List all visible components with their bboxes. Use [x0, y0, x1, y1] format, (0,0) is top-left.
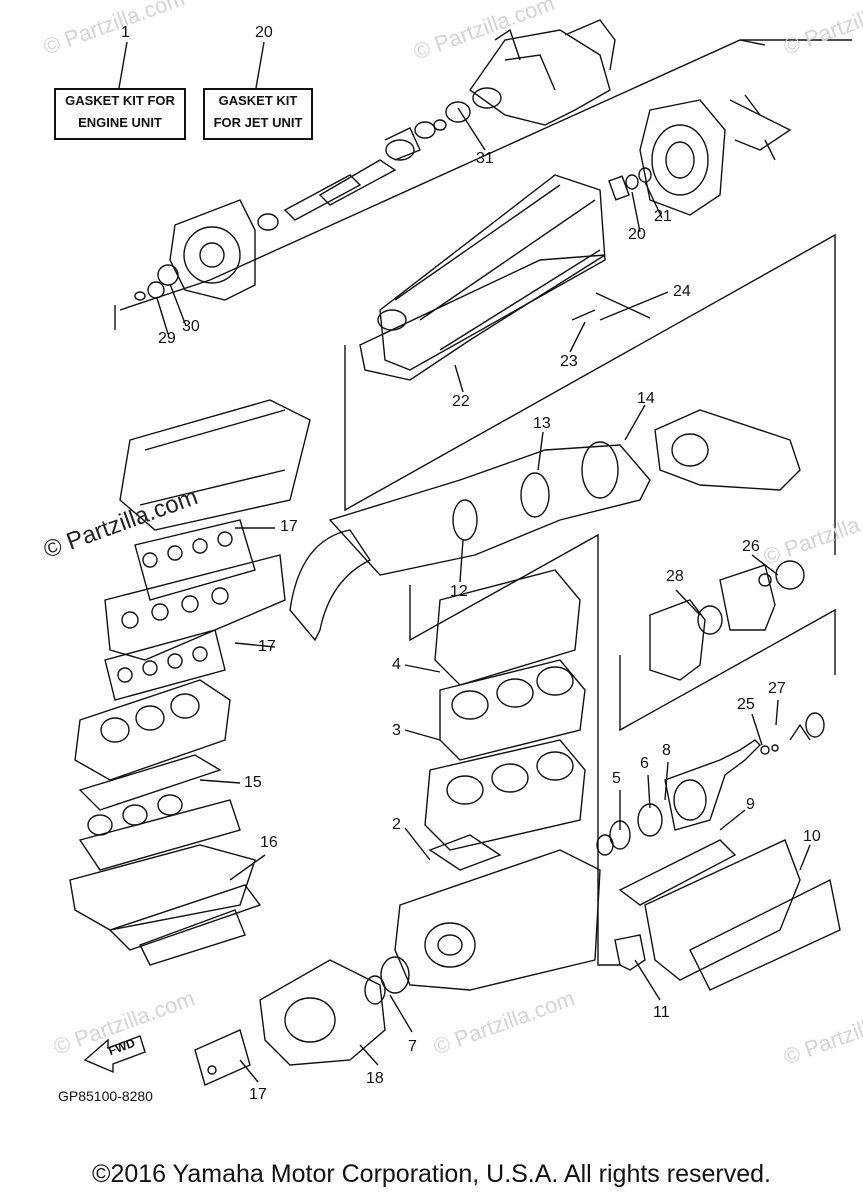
callout-24: 23	[560, 353, 578, 370]
callout-22: 21	[654, 208, 672, 225]
copyright-notice: ©2016 Yamaha Motor Corporation, U.S.A. A…	[92, 1160, 771, 1188]
leader-8	[664, 761, 669, 801]
head-gaskets-drawing	[104, 519, 286, 701]
kit-line: ENGINE UNIT	[78, 115, 162, 130]
callout-15: 15	[244, 774, 262, 791]
callout-20: 20	[255, 24, 273, 41]
callout-12: 12	[450, 583, 468, 600]
bearing-housing-drawing	[649, 560, 805, 681]
leader-9	[719, 809, 746, 831]
group-boundary-duct	[344, 233, 836, 555]
leader-12	[459, 539, 464, 583]
callout-19: 18	[366, 1070, 384, 1087]
leader-13	[537, 431, 544, 471]
leader-15	[199, 779, 241, 784]
intermediate-housing-drawing	[134, 199, 256, 301]
callout-26: 25	[737, 696, 755, 713]
callout-1: 1	[121, 24, 130, 41]
leader-28	[775, 699, 779, 726]
leader-17b	[234, 642, 276, 648]
leader-29	[675, 589, 701, 616]
carburetor-assembly-drawing	[69, 679, 262, 966]
callout-32: 31	[476, 150, 494, 167]
leader-25	[599, 291, 669, 321]
leader-1	[118, 41, 128, 89]
exhaust-pipe-drawing	[289, 409, 801, 642]
diagram-code: GP85100-8280	[58, 1088, 153, 1104]
callout-9: 9	[746, 796, 755, 813]
callout-14: 14	[637, 390, 655, 407]
gasket-kit-engine-label: GASKET KIT FOR ENGINE UNIT	[54, 88, 186, 140]
leader-20	[255, 41, 265, 89]
group-boundary-jet-right	[739, 39, 766, 46]
callout-21: 20	[628, 226, 646, 243]
jet-nozzle-drawing	[469, 19, 616, 126]
leader-3	[404, 729, 441, 741]
driveshaft-coupler-drawing	[596, 712, 825, 856]
leader-2	[404, 827, 431, 861]
leader-22	[644, 181, 663, 219]
leader-14	[624, 404, 646, 441]
leader-31	[169, 283, 187, 327]
callout-7: 7	[408, 1038, 417, 1055]
callout-10: 10	[803, 828, 821, 845]
fwd-arrow-icon	[83, 1035, 146, 1074]
leader-27	[751, 554, 779, 576]
drive-shaft-drawing	[257, 101, 471, 231]
leader-18	[239, 1059, 259, 1083]
magneto-cover-drawing	[194, 959, 386, 1086]
callout-16: 16	[260, 834, 278, 851]
callout-3: 3	[392, 722, 401, 739]
leader-23	[454, 364, 464, 393]
leader-24	[569, 321, 586, 353]
callout-31: 30	[182, 318, 200, 335]
crankcase-drawing	[364, 849, 601, 1005]
callout-25: 24	[673, 283, 691, 300]
callout-17-second: 17	[258, 638, 276, 655]
leader-26	[751, 713, 763, 746]
leader-6	[647, 774, 651, 809]
leader-30	[156, 297, 169, 335]
callout-29: 28	[666, 568, 684, 585]
leader-7	[389, 994, 413, 1033]
callout-23: 22	[452, 393, 470, 410]
exhaust-manifold-drawing	[614, 839, 841, 991]
callout-4: 4	[392, 656, 401, 673]
callout-6: 6	[640, 755, 649, 772]
callout-27: 26	[742, 538, 760, 555]
group-boundary-engine	[409, 533, 620, 966]
callout-17: 17	[280, 518, 298, 535]
callout-28: 27	[768, 680, 786, 697]
group-boundary-jet	[119, 39, 852, 311]
kit-line: GASKET KIT	[218, 93, 298, 108]
cylinder-block-drawing	[424, 569, 586, 871]
group-boundary-bearing	[619, 608, 836, 732]
leader-16	[229, 854, 266, 881]
kit-line: FOR JET UNIT	[213, 115, 303, 130]
pump-tunnel-drawing	[359, 167, 652, 381]
leader-32	[457, 107, 486, 151]
callout-8: 8	[662, 742, 671, 759]
gasket-kit-jet-label: GASKET KIT FOR JET UNIT	[203, 88, 313, 140]
callout-11: 11	[653, 1004, 670, 1021]
impeller-housing-drawing	[639, 94, 792, 216]
kit-line: GASKET KIT FOR	[65, 93, 175, 108]
leader-21	[631, 191, 641, 233]
callout-13: 13	[533, 415, 551, 432]
head-cover-drawing	[119, 399, 311, 531]
leader-11	[634, 959, 661, 1001]
leader-19	[359, 1044, 379, 1066]
callout-30: 29	[158, 330, 176, 347]
leader-10	[799, 844, 811, 871]
callout-2: 2	[392, 816, 401, 833]
leader-4	[404, 664, 441, 673]
callout-18: 17	[249, 1086, 267, 1103]
callout-5: 5	[612, 770, 621, 787]
